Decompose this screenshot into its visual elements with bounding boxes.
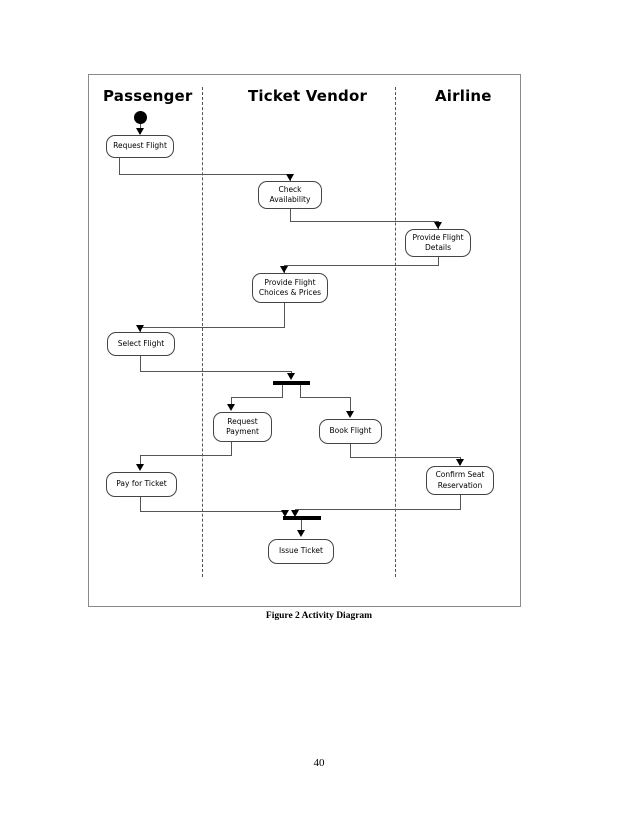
activity-select-flight[interactable]: Select Flight — [107, 332, 175, 356]
activity-provide-flight-choices[interactable]: Provide Flight Choices & Prices — [252, 273, 328, 303]
flow-pay-for-ticket-across — [140, 511, 285, 512]
activity-label-book-flight: Book Flight — [329, 426, 372, 436]
activity-label-provide-flight-choices: Provide Flight Choices & Prices — [258, 277, 322, 297]
flow-request-payment-across — [140, 455, 232, 456]
join-bar — [283, 516, 321, 520]
activity-label-request-flight: Request Flight — [113, 141, 167, 151]
flow-to-request-payment-down — [231, 397, 232, 407]
arrowhead-check-availability — [286, 174, 294, 181]
activity-label-issue-ticket: Issue Ticket — [279, 546, 323, 556]
flow-to-pay-for-ticket-down — [140, 455, 141, 465]
arrowhead-issue-ticket — [297, 530, 305, 537]
flow-book-flight-down — [350, 444, 351, 457]
flow-check-availability-across — [290, 221, 438, 222]
flow-request-flight-across — [119, 174, 290, 175]
flow-request-flight-down — [119, 158, 120, 174]
flow-request-payment-down — [231, 442, 232, 455]
activity-request-payment[interactable]: Request Payment — [213, 412, 272, 442]
flow-book-flight-across — [350, 457, 460, 458]
arrowhead-pay-for-ticket — [136, 464, 144, 471]
swimlane-header-passenger: Passenger — [103, 87, 193, 105]
swimlane-header-airline: Airline — [435, 87, 492, 105]
figure-caption: Figure 2 Activity Diagram — [265, 611, 373, 621]
flow-provide-choices-across — [140, 327, 285, 328]
flow-provide-details-down — [438, 257, 439, 265]
flow-select-flight-across — [140, 371, 291, 372]
flow-check-availability-down — [290, 209, 291, 221]
swimlane-divider-vendor-airline — [395, 87, 396, 577]
arrowhead-book-flight — [346, 411, 354, 418]
activity-issue-ticket[interactable]: Issue Ticket — [268, 539, 334, 564]
arrowhead-request-flight — [136, 128, 144, 135]
activity-confirm-seat-reservation[interactable]: Confirm Seat Reservation — [426, 466, 494, 495]
flow-fork-left-down — [282, 385, 283, 397]
page-number: 40 — [313, 757, 325, 769]
flow-pay-for-ticket-down — [140, 497, 141, 511]
activity-book-flight[interactable]: Book Flight — [319, 419, 382, 444]
flow-to-book-flight-down — [350, 397, 351, 412]
arrowhead-provide-flight-details — [434, 222, 442, 229]
flow-confirm-seat-down — [460, 495, 461, 509]
activity-label-check-availability: Check Availability — [269, 184, 311, 204]
activity-label-confirm-seat-reservation: Confirm Seat Reservation — [435, 470, 485, 490]
flow-provide-details-across — [284, 265, 439, 266]
flow-join-to-issue-ticket — [301, 520, 302, 533]
swimlane-header-ticket-vendor: Ticket Vendor — [248, 87, 368, 105]
activity-provide-flight-details[interactable]: Provide Flight Details — [405, 229, 471, 257]
flow-fork-left-across — [231, 397, 283, 398]
activity-label-request-payment: Request Payment — [226, 416, 259, 436]
activity-diagram-frame: Passenger Ticket Vendor Airline Request … — [88, 74, 521, 607]
flow-confirm-seat-across — [295, 509, 461, 510]
activity-pay-for-ticket[interactable]: Pay for Ticket — [106, 472, 177, 497]
fork-bar — [273, 381, 310, 385]
arrowhead-fork-bar — [287, 373, 295, 380]
arrowhead-join-left — [281, 510, 289, 517]
arrowhead-join-right — [291, 510, 299, 517]
activity-check-availability[interactable]: Check Availability — [258, 181, 322, 209]
swimlane-divider-passenger-vendor — [202, 87, 203, 577]
arrowhead-request-payment — [227, 404, 235, 411]
flow-select-flight-down — [140, 356, 141, 371]
flow-fork-right-across — [300, 397, 350, 398]
activity-label-pay-for-ticket: Pay for Ticket — [116, 479, 167, 489]
arrowhead-provide-flight-choices — [280, 266, 288, 273]
activity-request-flight[interactable]: Request Flight — [106, 135, 174, 158]
arrowhead-select-flight — [136, 325, 144, 332]
initial-node — [134, 111, 147, 124]
arrowhead-confirm-seat-reservation — [456, 459, 464, 466]
activity-label-provide-flight-details: Provide Flight Details — [412, 232, 464, 252]
flow-fork-right-down — [300, 385, 301, 397]
flow-provide-choices-down — [284, 303, 285, 327]
activity-label-select-flight: Select Flight — [117, 338, 165, 348]
